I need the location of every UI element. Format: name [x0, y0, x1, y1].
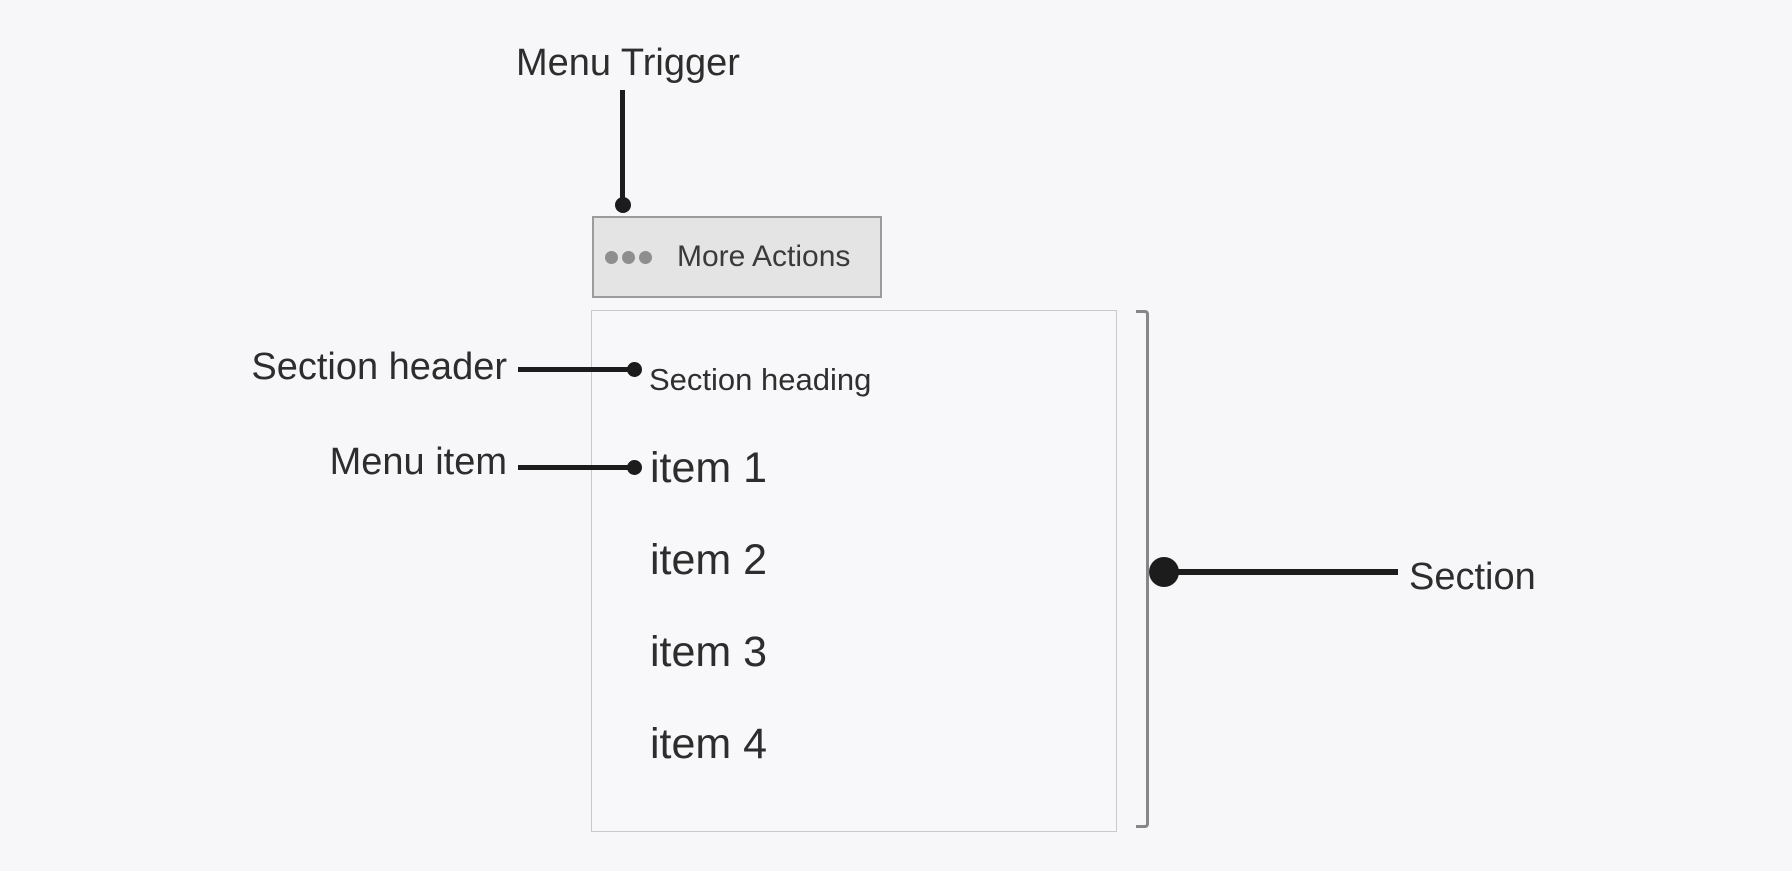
more-actions-button[interactable]: More Actions — [592, 216, 882, 298]
menu-item-3[interactable]: item 3 — [650, 628, 768, 676]
more-actions-label: More Actions — [677, 240, 851, 273]
section-callout-line — [1163, 569, 1398, 575]
section-label: Section — [1409, 556, 1536, 598]
ellipsis-icon — [605, 250, 652, 264]
menu-trigger-label: Menu Trigger — [516, 42, 740, 84]
menu-section-heading: Section heading — [649, 362, 872, 397]
menu-trigger-callout-dot — [615, 197, 631, 213]
menu-trigger-callout-line — [620, 90, 625, 200]
menu-popup: Section heading item 1 item 2 item 3 ite… — [591, 310, 1117, 832]
menu-item-2[interactable]: item 2 — [650, 536, 768, 584]
menu-item-4[interactable]: item 4 — [650, 720, 768, 768]
menu-item-callout-line — [518, 465, 635, 470]
section-header-label: Section header — [251, 346, 507, 388]
section-bracket — [1136, 310, 1149, 828]
menu-item-1[interactable]: item 1 — [650, 444, 768, 492]
section-header-callout-dot — [627, 362, 642, 377]
menu-item-label: Menu item — [329, 441, 507, 483]
menu-item-callout-dot — [627, 460, 642, 475]
section-header-callout-line — [518, 367, 635, 372]
